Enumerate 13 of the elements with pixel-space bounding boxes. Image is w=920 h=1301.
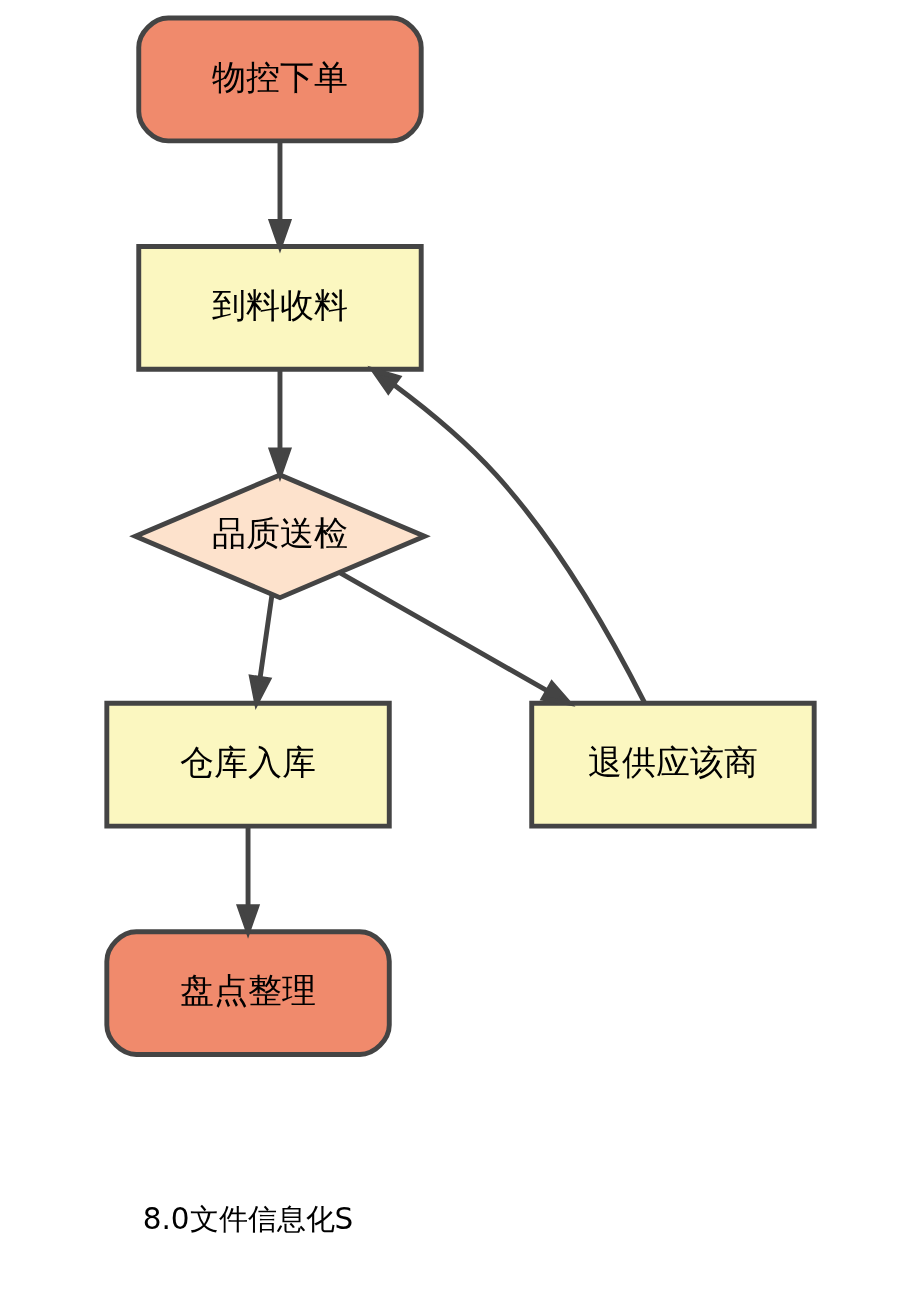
arrow	[235, 827, 260, 939]
node-box: 物控下单	[135, 15, 424, 144]
node-box: 盘点整理	[103, 929, 392, 1057]
arrow	[247, 594, 274, 711]
node-box: 仓库入库	[103, 700, 392, 829]
arrow	[267, 370, 292, 482]
arrow	[267, 141, 292, 254]
arrow	[366, 365, 647, 705]
node-diamond: 品质送检	[128, 472, 431, 601]
node-box: 退供应该商	[528, 700, 817, 829]
arrow	[337, 570, 575, 707]
node-box: 到料收料	[135, 244, 424, 372]
label: 8.0文件信息化S	[142, 1202, 353, 1237]
